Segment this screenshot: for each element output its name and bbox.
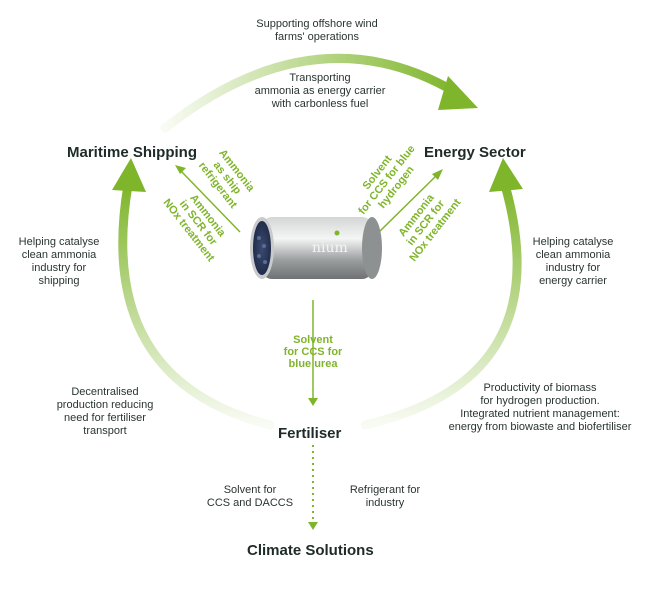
nium-logo-text: nium bbox=[312, 240, 348, 256]
arrow-to-maritime-a bbox=[179, 169, 241, 233]
nium-cartridge-image bbox=[250, 217, 382, 279]
arc-left-arrowhead bbox=[112, 158, 146, 192]
arrow-to-energy-a bbox=[374, 173, 439, 237]
node-fertiliser: Fertiliser bbox=[278, 425, 342, 442]
arc-top-arrowhead bbox=[438, 76, 478, 110]
node-climate-solutions: Climate Solutions bbox=[247, 542, 374, 559]
arc-top bbox=[160, 53, 460, 133]
arc-right bbox=[360, 180, 522, 430]
node-maritime-shipping: Maritime Shipping bbox=[67, 144, 198, 161]
arc-left bbox=[118, 180, 275, 430]
arc-right-arrowhead bbox=[489, 158, 523, 192]
node-energy-sector: Energy Sector bbox=[424, 144, 526, 161]
